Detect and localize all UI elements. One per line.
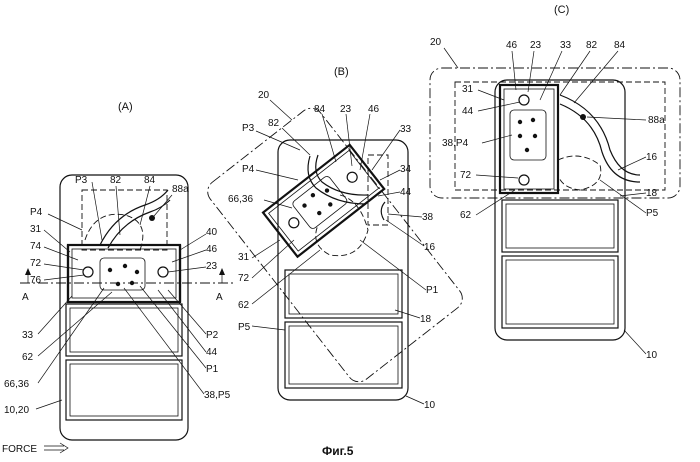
ref: 33 [560, 40, 572, 51]
panel-c: (C) 20 46 23 33 82 [430, 4, 680, 361]
ref: 38,P5 [204, 390, 231, 401]
ref: 23 [530, 40, 542, 51]
ref: 62 [460, 210, 472, 221]
panel-b: (B) 20 82 84 [203, 66, 467, 411]
ref: 10,20 [4, 405, 29, 416]
ref: 72 [30, 258, 42, 269]
ref: 38,P4 [442, 138, 469, 149]
panel-b-frame [263, 145, 384, 257]
ref: 66,36 [228, 194, 253, 205]
ref: 23 [206, 261, 218, 272]
ref: 31 [30, 224, 42, 235]
ref: 88a [172, 184, 189, 195]
ref: 84 [314, 104, 326, 115]
ref: 82 [110, 175, 122, 186]
ref: 82 [586, 40, 598, 51]
panel-a-lower-box-2 [66, 360, 182, 420]
panel-a: (A) FORCE [2, 101, 235, 455]
ref: 62 [238, 300, 250, 311]
ref: P1 [206, 364, 219, 375]
ref: 62 [22, 352, 34, 363]
panel-a-frame [68, 245, 180, 302]
ref: P4 [30, 207, 43, 218]
ref: 18 [646, 188, 658, 199]
ref: 33 [400, 124, 412, 135]
force-label: FORCE [2, 444, 37, 455]
ref: 44 [462, 106, 474, 117]
panel-a-lower-box-1 [66, 304, 182, 356]
ref: 74 [30, 241, 42, 252]
ref: 72 [460, 170, 472, 181]
ref: 10 [424, 400, 436, 411]
ref: 16 [646, 152, 658, 163]
ref: 18 [420, 314, 432, 325]
ref: P5 [646, 208, 659, 219]
panel-a-pivot [83, 267, 93, 277]
ref: 40 [206, 227, 218, 238]
ref: 20 [258, 90, 270, 101]
ref: 10 [646, 350, 658, 361]
ref: 82 [268, 118, 280, 129]
ref: 31 [238, 252, 250, 263]
ref: 76 [30, 275, 42, 286]
ref: P5 [238, 322, 251, 333]
ref: 46 [368, 104, 380, 115]
ref: 46 [206, 244, 218, 255]
ref: 16 [424, 242, 436, 253]
ref: 46 [506, 40, 518, 51]
ref: 44 [206, 347, 218, 358]
ref: 84 [614, 40, 626, 51]
ref: 31 [462, 84, 474, 95]
panel-c-label: (C) [554, 4, 569, 16]
force-arrow-icon [44, 443, 68, 453]
ref: A [216, 292, 223, 303]
figure-caption: Фиг.5 [322, 444, 354, 458]
ref: A [22, 292, 29, 303]
ref: 84 [144, 175, 156, 186]
ref: P3 [75, 175, 88, 186]
ref: 33 [22, 330, 34, 341]
ref: 38 [422, 212, 434, 223]
ref: 20 [430, 37, 442, 48]
panel-a-body [60, 175, 188, 440]
ref: 34 [400, 164, 412, 175]
ref: P3 [242, 123, 255, 134]
ref: P2 [206, 330, 219, 341]
ref: 23 [340, 104, 352, 115]
panel-b-label: (B) [334, 66, 349, 78]
panel-c-body [495, 80, 625, 340]
ref: 88a [648, 115, 665, 126]
ref: 72 [238, 273, 250, 284]
ref: P4 [242, 164, 255, 175]
ref: 44 [400, 187, 412, 198]
ref: 66,36 [4, 379, 29, 390]
panel-a-guide-slot [100, 190, 168, 245]
ref: P1 [426, 285, 439, 296]
panel-a-label: (A) [118, 101, 133, 113]
